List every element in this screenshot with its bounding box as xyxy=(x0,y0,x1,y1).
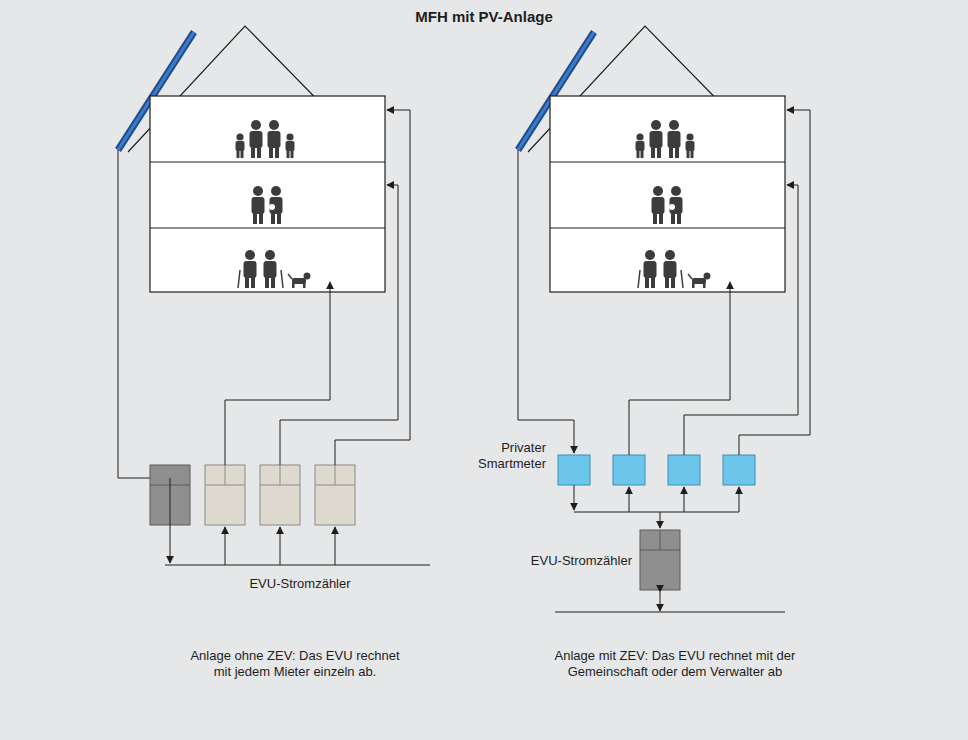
meter-label: EVU-Stromzähler xyxy=(505,553,632,569)
house-with-zev xyxy=(518,26,810,612)
house-without-zev xyxy=(118,26,430,565)
meter-label: EVU-Stromzähler xyxy=(230,576,370,592)
caption-text: Anlage ohne ZEV: Das EVU rechnet mit jed… xyxy=(180,648,410,680)
caption-text: Anlage mit ZEV: Das EVU rechnet mit der … xyxy=(530,648,820,680)
meter-label: Privater Smartmeter xyxy=(462,440,546,472)
diagram-title: MFH mit PV-Anlage xyxy=(0,8,968,25)
